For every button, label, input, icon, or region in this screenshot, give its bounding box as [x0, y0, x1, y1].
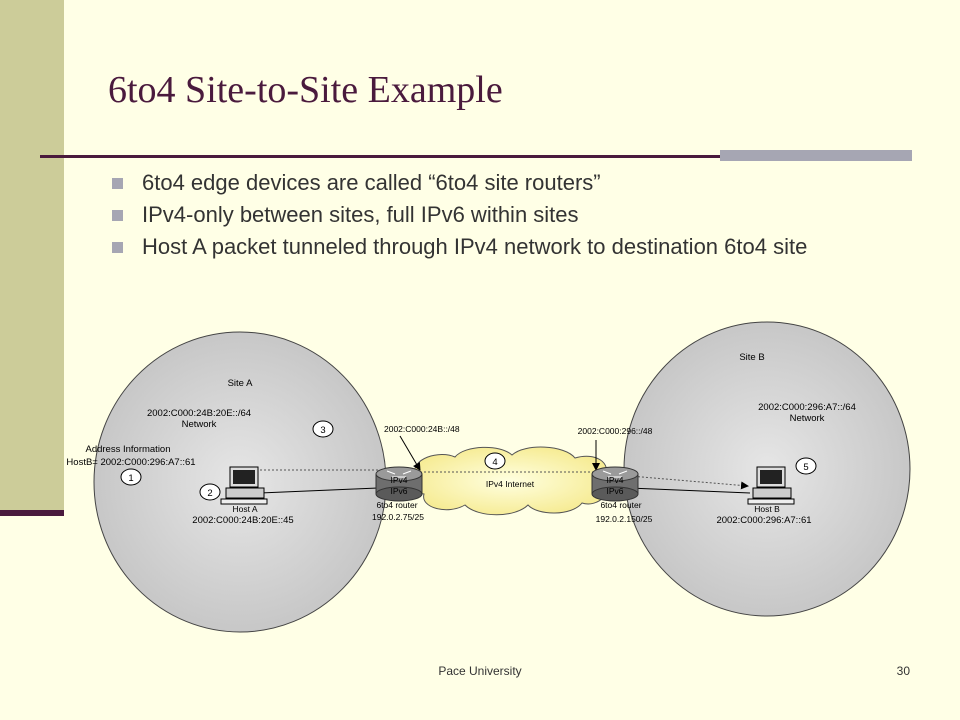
step-2-marker: 2 [199, 483, 221, 501]
step-3-label: 3 [320, 425, 325, 436]
step-3-marker: 3 [312, 420, 334, 438]
router-a-icon [375, 466, 423, 502]
site-b-network-prefix: 2002:C000:296:A7::/64 [758, 402, 856, 413]
host-b-label: Host B [754, 504, 780, 514]
ipv4-internet-label: IPv4 Internet [486, 479, 535, 489]
host-b-address: 2002:C000:296:A7::61 [716, 515, 811, 526]
router-a-label: 6to4 router [376, 500, 417, 510]
router-b-prefix: 2002:C000:296::/48 [578, 426, 653, 436]
bullet-item: 6to4 edge devices are called “6to4 site … [112, 172, 892, 194]
router-a-ipv6-label: IPv6 [390, 486, 407, 496]
bullet-text: 6to4 edge devices are called “6to4 site … [142, 170, 601, 195]
bullet-list: 6to4 edge devices are called “6to4 site … [112, 172, 892, 268]
router-a-ipv4-label: IPv4 [390, 475, 407, 485]
square-bullet-icon [112, 178, 123, 189]
step-2-label: 2 [207, 488, 212, 499]
square-bullet-icon [112, 242, 123, 253]
host-a-address: 2002:C000:24B:20E::45 [192, 515, 293, 526]
router-b-address: 192.0.2.150/25 [596, 514, 653, 524]
host-b-computer-icon [747, 466, 795, 505]
address-info-title: Address Information [85, 444, 170, 455]
bullet-item: IPv4-only between sites, full IPv6 withi… [112, 204, 892, 226]
step-4-marker: 4 [484, 452, 506, 470]
router-b-label: 6to4 router [600, 500, 641, 510]
site-a-network-label: Network [182, 419, 217, 430]
slide-title: 6to4 Site-to-Site Example [108, 69, 503, 111]
bullet-text: Host A packet tunneled through IPv4 netw… [142, 234, 808, 259]
arrow-to-router-a [399, 435, 421, 471]
site-b-network-label: Network [790, 413, 825, 424]
footer-text: Pace University [438, 664, 522, 678]
step-5-label: 5 [803, 462, 808, 473]
site-b-label: Site B [739, 352, 764, 363]
bullet-item: Host A packet tunneled through IPv4 netw… [112, 236, 892, 258]
step-1-marker: 1 [120, 468, 142, 486]
router-b-ipv4-label: IPv4 [606, 475, 623, 485]
step-1-label: 1 [128, 473, 133, 484]
left-accent-bar [0, 0, 64, 512]
title-divider-accent [720, 150, 912, 161]
router-b-ipv6-label: IPv6 [606, 486, 623, 496]
router-a-address: 192.0.2.75/25 [372, 512, 424, 522]
page-number: 30 [896, 664, 910, 678]
site-a-label: Site A [228, 378, 253, 389]
title-divider [40, 155, 912, 158]
site-a-network-prefix: 2002:C000:24B:20E::/64 [147, 408, 251, 419]
step-4-label: 4 [492, 457, 497, 468]
left-accent-bar-end [0, 510, 64, 516]
address-info-value: HostB= 2002:C000:296:A7::61 [66, 457, 195, 468]
bullet-text: IPv4-only between sites, full IPv6 withi… [142, 202, 579, 227]
step-5-marker: 5 [795, 457, 817, 475]
router-b-icon [591, 466, 639, 502]
link-router-b-host-b [627, 487, 751, 494]
link-host-a-router-a [259, 487, 379, 494]
router-a-prefix: 2002:C000:24B::/48 [384, 424, 460, 434]
host-a-label: Host A [232, 504, 257, 514]
square-bullet-icon [112, 210, 123, 221]
host-a-computer-icon [220, 466, 268, 505]
